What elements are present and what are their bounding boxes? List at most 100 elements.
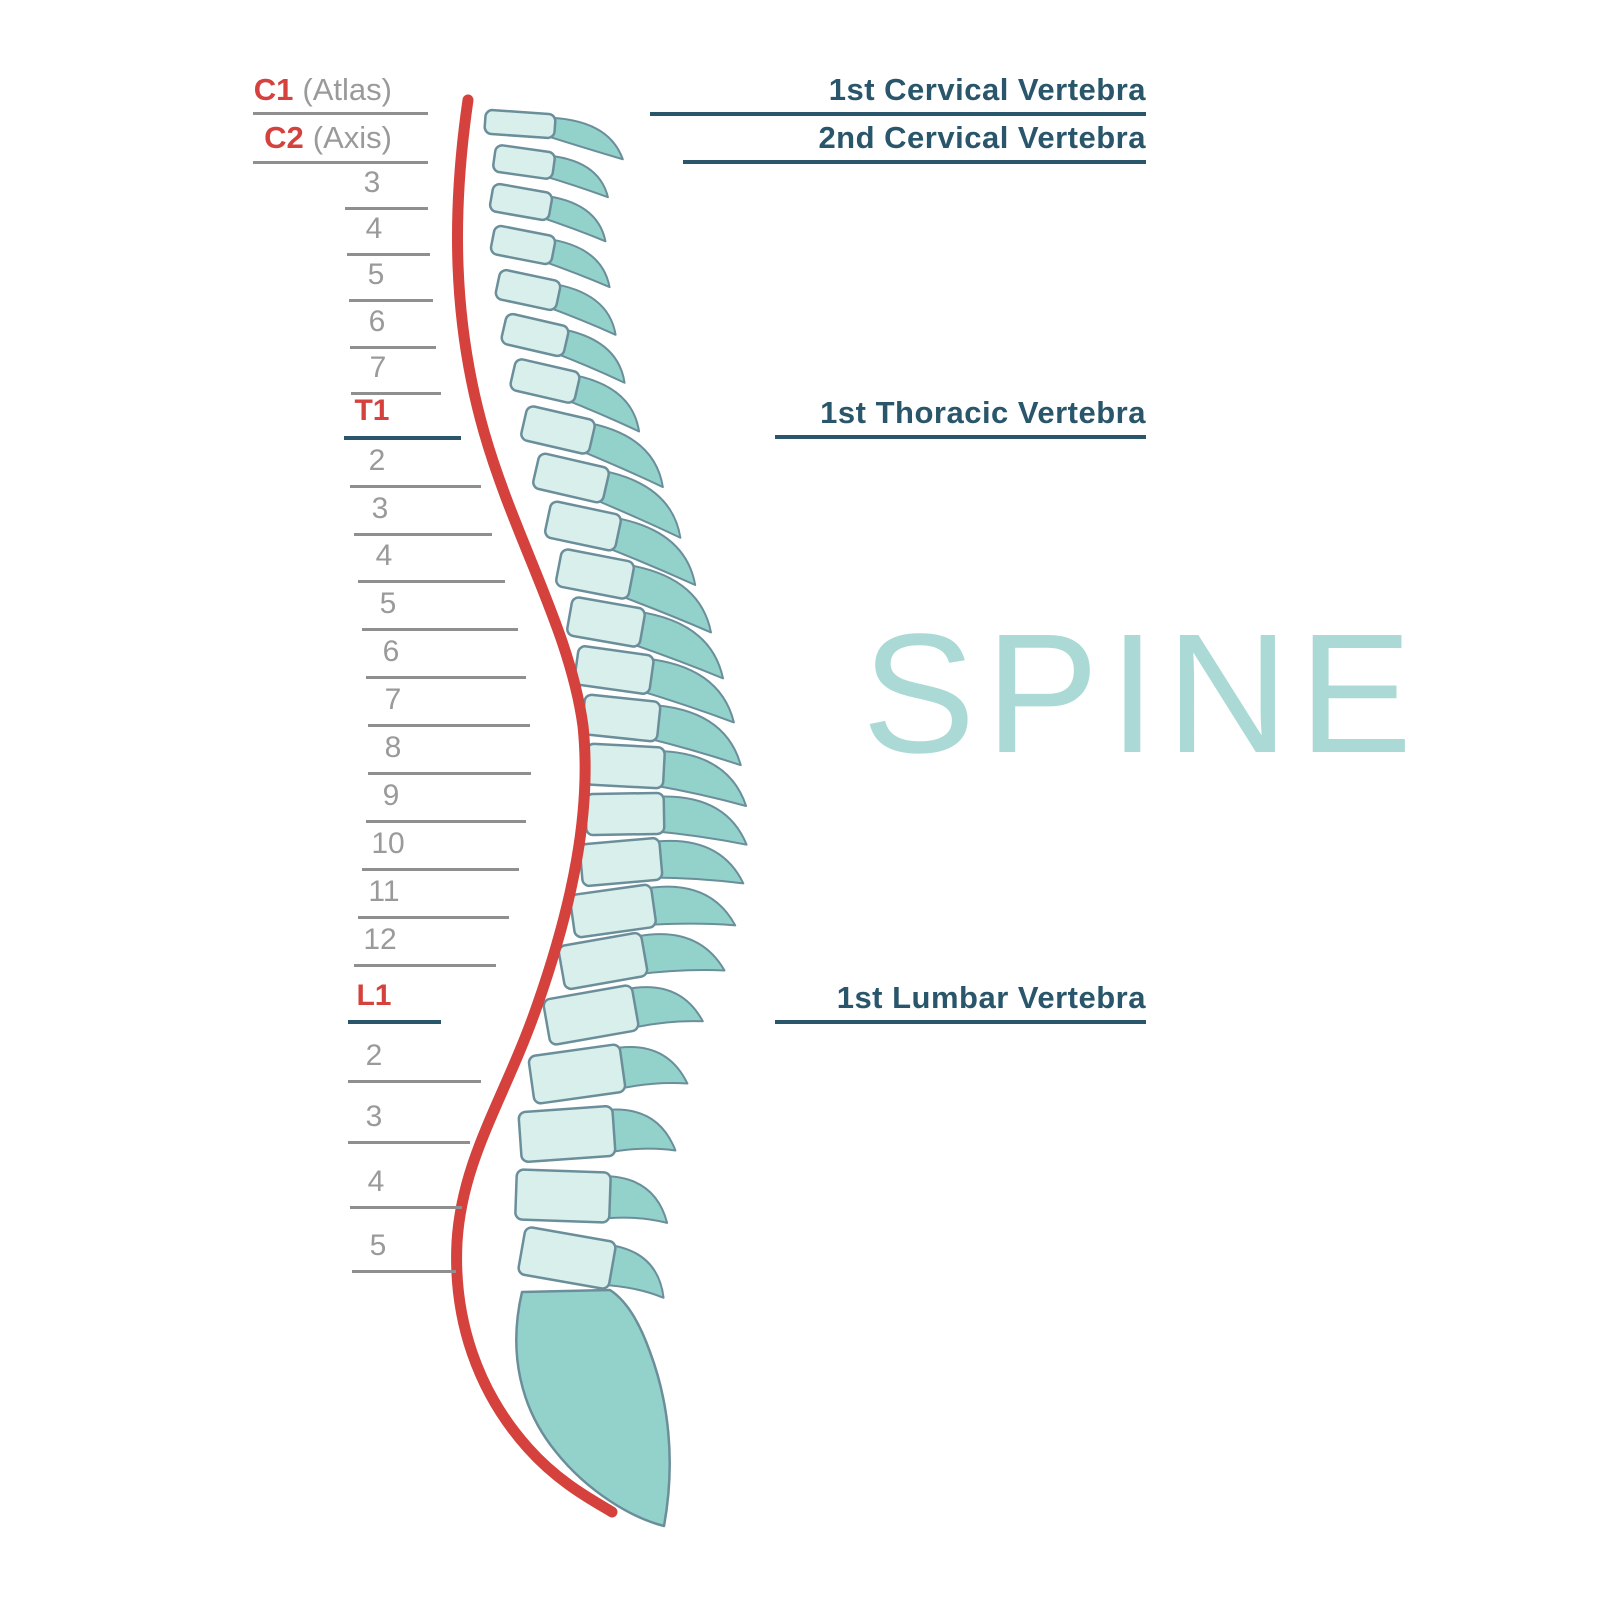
vertebra [517,1105,677,1163]
label-underline-c6 [350,346,436,349]
vertebra [489,224,611,289]
vertebra-code-c2: C2 [264,120,304,155]
vertebral-body [573,645,655,695]
label-underline-t10 [362,868,519,871]
spinous-process [550,327,626,384]
vertebra [569,883,737,939]
vertebra [527,1043,689,1105]
annotation-underline-2nd-cervical [683,160,1146,164]
annotation-1st-cervical: 1st Cervical Vertebra [828,72,1146,107]
spinous-process [602,515,697,587]
spinous-process [538,237,611,289]
vertebra-label-c1: C1(Atlas) [190,72,392,108]
vertebral-body [578,836,664,888]
spinous-process [606,1045,689,1092]
vertebra-label-t8: 8 [384,731,402,764]
spinous-process [650,795,748,846]
label-underline-t8 [368,772,531,775]
label-underline-t3 [354,533,492,536]
vertebra-label-l4: 4 [367,1165,385,1198]
vertebra [514,1168,669,1224]
spinous-process [650,749,748,807]
vertebra-label-c3: 3 [363,166,381,199]
label-underline-c4 [347,253,430,256]
vertebral-body [584,791,666,837]
label-underline-t7 [368,724,530,727]
vertebra [555,548,712,634]
vertebra-label-t10: 10 [371,827,405,860]
label-underline-l1 [348,1020,441,1024]
vertebra [584,742,748,807]
spinous-process [595,1243,665,1299]
annotation-underline-1st-cervical [650,112,1146,116]
page-title: SPINE [862,599,1423,789]
vertebral-body [527,1043,627,1105]
vertebral-body [555,548,635,600]
vertebra-label-l5: 5 [369,1229,387,1262]
spinous-process [638,885,737,927]
vertebral-body [532,452,610,504]
spinous-process [543,282,617,336]
vertebra-label-c6: 6 [368,305,386,338]
label-underline-l4 [350,1206,462,1209]
vertebral-body [580,693,662,743]
label-underline-t1 [344,436,461,440]
vertebra-label-t3: 3 [371,492,389,525]
vertebra [517,1226,665,1299]
vertebra [543,500,697,587]
vertebra [532,452,682,539]
label-underline-c5 [349,299,433,302]
spinal-curve-line [451,94,618,1518]
vertebra [578,836,745,888]
vertebra-label-l2: 2 [365,1039,383,1072]
vertebra-label-t1: T1 [354,394,390,427]
spinous-process [636,657,735,724]
vertebra-label-t7: 7 [384,683,402,716]
label-underline-t4 [358,580,505,583]
spinous-process [576,421,664,489]
label-underline-t9 [366,820,526,823]
annotation-1st-thoracic: 1st Thoracic Vertebra [820,395,1146,430]
spinous-process [646,839,745,885]
vertebral-body [494,268,562,312]
spinous-process [628,933,726,976]
label-underline-l3 [348,1141,470,1144]
vertebral-body [566,596,646,648]
vertebra [494,268,617,336]
spinous-process [535,194,607,243]
label-underline-l2 [348,1080,481,1083]
annotation-underline-1st-thoracic [775,435,1146,439]
spinous-process [644,703,742,767]
vertebra-name-c2: (Axis) [312,120,392,155]
vertebra-label-t9: 9 [382,779,400,812]
vertebra-label-c7: 7 [369,351,387,384]
spinous-process [596,1175,669,1224]
vertebra-label-l3: 3 [365,1100,383,1133]
vertebra [573,645,735,724]
vertebral-body [517,1105,617,1163]
vertebral-body [488,182,554,222]
vertebra [566,596,724,680]
vertebra-label-t5: 5 [379,587,397,620]
label-underline-c3 [345,207,428,210]
spinous-process [615,563,712,634]
vertebra-label-l1: L1 [356,979,392,1012]
label-underline-t6 [366,676,526,679]
spinous-process [599,1108,677,1155]
label-underline-c1 [253,112,428,115]
vertebra [488,182,607,243]
vertebra-label-t12: 12 [363,923,397,956]
vertebral-body [500,312,570,358]
vertebra-code-c1: C1 [253,72,294,107]
vertebral-body [517,1226,617,1290]
vertebral-body [514,1168,612,1224]
label-underline-l5 [352,1270,456,1273]
annotation-1st-lumbar: 1st Lumbar Vertebra [836,980,1146,1015]
vertebra [584,791,748,846]
vertebra-label-t2: 2 [368,444,386,477]
label-underline-t5 [362,628,518,631]
vertebra-label-c4: 4 [365,212,383,245]
vertebral-body [489,224,557,266]
